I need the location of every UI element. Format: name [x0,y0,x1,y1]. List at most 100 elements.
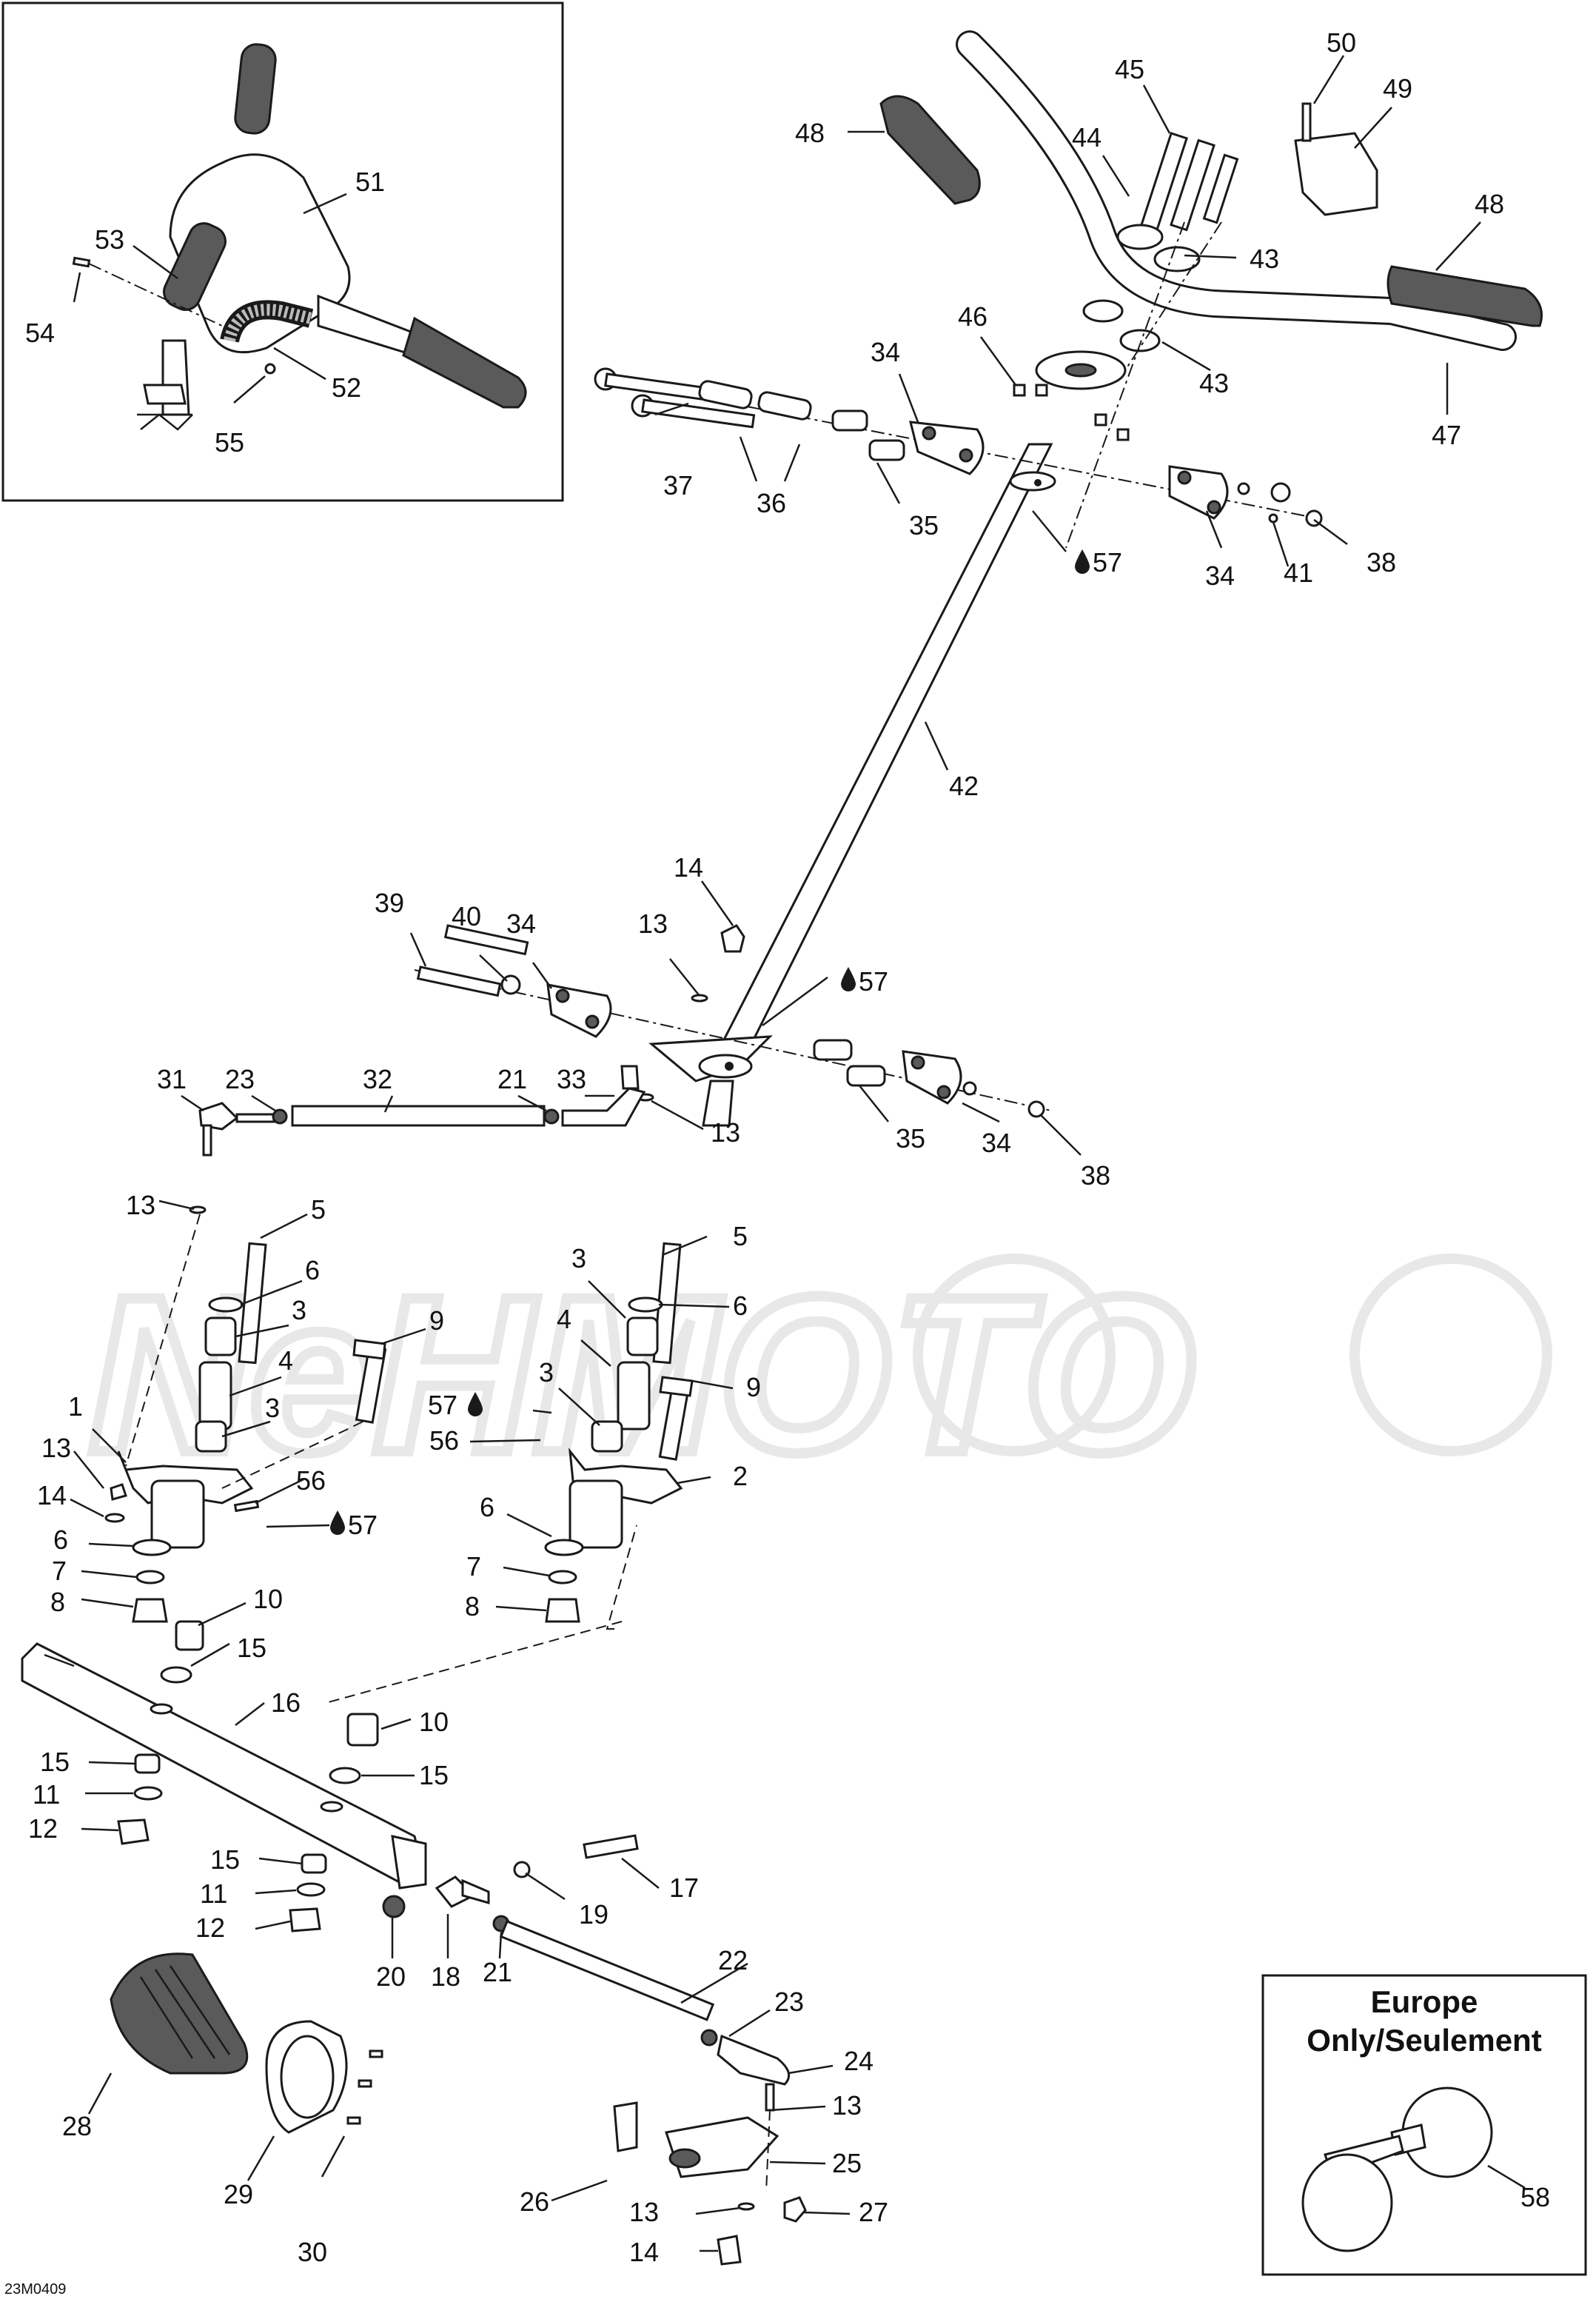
callout-6: 6 [53,1525,68,1555]
tie-rod-upper [189,1065,646,1214]
callout-4: 4 [278,1345,293,1376]
callout-3: 3 [292,1295,306,1325]
lubricant-drop-icons [330,549,1090,1535]
callout-34: 34 [871,337,900,367]
upper-link-assembly [594,367,1323,527]
callout-13: 13 [711,1117,740,1148]
callout-15: 15 [419,1760,449,1790]
callout-5: 5 [733,1221,748,1251]
callout-13: 13 [638,908,668,939]
callout-5: 5 [311,1194,326,1225]
callout-14: 14 [629,2237,659,2267]
callout-20: 20 [376,1961,406,1992]
cross-bar-assembly [21,1620,427,1932]
callout-11: 11 [200,1878,227,1909]
callout-36: 36 [757,488,786,518]
callout-7: 7 [466,1551,481,1582]
callout-18: 18 [431,1961,460,1992]
callout-28: 28 [62,2111,92,2141]
callout-10: 10 [419,1707,449,1737]
callout-6: 6 [305,1255,320,1285]
callout-34: 34 [982,1128,1011,1158]
callout-50: 50 [1327,27,1356,58]
callout-37: 37 [663,470,693,501]
drop-icon [468,1392,483,1416]
callout-33: 33 [557,1064,586,1094]
callout-labels: 51 53 54 52 55 48 45 44 50 49 48 43 43 4… [25,27,1550,2267]
callout-3: 3 [539,1357,554,1388]
callout-12: 12 [28,1813,58,1844]
callout-35: 35 [909,510,939,541]
callout-27: 27 [859,2197,888,2227]
leader-lines [70,55,1481,2252]
callout-44: 44 [1072,122,1102,153]
callout-43: 43 [1199,368,1229,398]
callout-7: 7 [52,1556,67,1586]
lower-tie-rod-assembly [382,1834,807,2266]
callout-15: 15 [210,1844,240,1875]
callout-42: 42 [949,771,979,801]
callout-13: 13 [832,2090,862,2121]
callout-4: 4 [557,1304,571,1334]
callout-11: 11 [33,1779,60,1810]
callout-22: 22 [718,1945,748,1975]
callout-35: 35 [896,1123,925,1154]
callout-13: 13 [41,1433,71,1463]
callout-9: 9 [746,1372,761,1402]
drawing-code: 23M0409 [4,2281,66,2298]
watermark: NeHMOTO [84,1245,1552,1504]
callout-49: 49 [1383,73,1412,104]
callout-21: 21 [483,1957,512,1987]
steering-column [648,443,1056,1127]
callout-54: 54 [25,318,55,348]
callout-57: 57 [428,1390,457,1420]
callout-14: 14 [37,1480,67,1510]
callout-56: 56 [296,1465,326,1496]
callout-13: 13 [629,2197,659,2227]
callout-29: 29 [224,2179,253,2209]
callout-43: 43 [1250,244,1279,274]
callout-10: 10 [253,1584,283,1614]
callout-39: 39 [375,888,404,918]
callout-53: 53 [95,224,124,255]
callout-48: 48 [1475,189,1504,219]
callout-31: 31 [157,1064,187,1094]
callout-23: 23 [225,1064,255,1094]
drop-icon [1075,549,1090,574]
callout-58: 58 [1520,2182,1550,2212]
callout-6: 6 [733,1291,748,1321]
callout-56: 56 [429,1425,459,1456]
drop-icon [330,1510,345,1535]
boot-and-plate [110,1952,383,2134]
callout-47: 47 [1432,420,1461,450]
callout-19: 19 [579,1899,608,1930]
callout-9: 9 [429,1305,444,1336]
callout-57: 57 [1093,547,1122,578]
callout-38: 38 [1367,547,1396,578]
right-spindle-stack [325,1242,694,1704]
callout-14: 14 [674,852,703,883]
callout-25: 25 [832,2148,862,2178]
callout-24: 24 [844,2046,874,2076]
callout-16: 16 [271,1687,301,1718]
callout-12: 12 [195,1913,225,1943]
callout-48: 48 [795,118,825,148]
callout-41: 41 [1284,558,1313,588]
left-spindle-stack [104,1214,387,1623]
callout-1: 1 [68,1391,83,1422]
callout-46: 46 [958,301,988,332]
callout-2: 2 [733,1461,748,1491]
inset-title-line1: Europe [1371,1984,1478,2019]
callout-32: 32 [363,1064,392,1094]
callout-26: 26 [520,2186,549,2217]
callout-45: 45 [1115,54,1144,84]
detail-inset-handlebar [1,1,564,502]
callout-52: 52 [332,372,361,403]
callout-40: 40 [452,901,481,931]
callout-38: 38 [1081,1160,1110,1191]
callout-15: 15 [40,1747,70,1777]
callout-6: 6 [480,1492,494,1522]
callout-3: 3 [571,1243,586,1274]
callout-3: 3 [265,1393,280,1423]
